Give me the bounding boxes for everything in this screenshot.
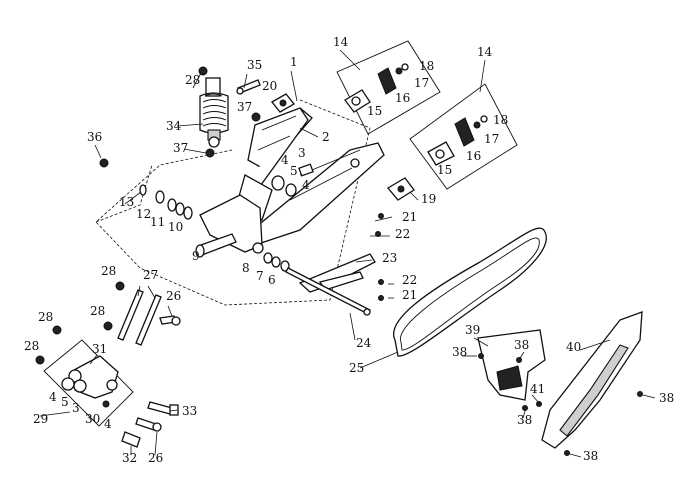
callout-c28b: 28: [101, 264, 116, 278]
bracket-20: [271, 93, 295, 113]
swingarm-group-outline: [95, 99, 371, 306]
nut-36: [99, 158, 109, 168]
callout-c16a: 16: [395, 91, 410, 105]
callout-c26b: 26: [148, 451, 163, 465]
bolt-26-lower: [135, 417, 162, 432]
callout-c38c: 38: [517, 413, 532, 427]
callout-c39: 39: [465, 323, 480, 337]
callout-c16b: 16: [466, 149, 481, 163]
callout-c22b: 22: [402, 273, 417, 287]
callout-c35: 35: [247, 58, 262, 72]
callout-c18b: 18: [493, 113, 508, 127]
callout-c19: 19: [421, 192, 436, 206]
callout-c4c: 4: [49, 390, 57, 404]
callout-c14b: 14: [477, 45, 493, 59]
callout-c4d: 4: [104, 417, 112, 431]
callout-c40: 40: [566, 340, 581, 354]
callout-c38b: 38: [514, 338, 529, 352]
callout-c38e: 38: [659, 391, 674, 405]
bolt-26-upper: [159, 315, 181, 326]
bolt-33: [147, 401, 179, 416]
shock-absorber: [199, 77, 229, 148]
callout-c12: 12: [136, 207, 151, 221]
callout-c37b: 37: [173, 141, 188, 155]
links-27: [117, 289, 162, 346]
callout-c17a: 17: [414, 76, 429, 90]
callout-c10: 10: [168, 220, 183, 234]
callout-c37a: 37: [237, 100, 252, 114]
callout-labels: 1234546789101112131414151516161717181819…: [24, 35, 674, 465]
callout-c8: 8: [242, 261, 250, 275]
callout-c3b: 3: [72, 401, 80, 415]
axle-24: [285, 267, 371, 316]
callout-c24: 24: [356, 336, 372, 350]
adjuster-box-lower: [409, 83, 518, 190]
bushings-middle: [271, 163, 314, 197]
small-bolts: [375, 213, 384, 301]
chain-guard-40: [541, 311, 643, 456]
bracket-39: [477, 329, 546, 411]
callout-c41: 41: [530, 382, 545, 396]
part-19: [387, 177, 415, 201]
pin-32: [121, 431, 141, 448]
callout-c4a: 4: [281, 153, 289, 167]
callout-c5a: 5: [290, 164, 298, 178]
callout-c25: 25: [349, 361, 364, 375]
callout-c15b: 15: [437, 163, 452, 177]
callout-c13: 13: [119, 195, 134, 209]
callout-c28d: 28: [38, 310, 53, 324]
callout-c33: 33: [182, 404, 197, 418]
callout-c28e: 28: [24, 339, 39, 353]
callout-c20: 20: [262, 79, 277, 93]
callout-c28c: 28: [90, 304, 105, 318]
callout-c14a: 14: [333, 35, 349, 49]
adjuster-lower: [427, 115, 488, 166]
callout-c11: 11: [150, 215, 165, 229]
leader-lines: [39, 49, 656, 458]
callout-c21b: 21: [402, 288, 417, 302]
callout-c18a: 18: [419, 59, 434, 73]
callout-c22a: 22: [395, 227, 410, 241]
nut-37-a: [251, 112, 261, 122]
bolt-35: [236, 79, 261, 95]
pivot-shaft: [195, 233, 237, 258]
callout-c2: 2: [322, 130, 330, 144]
callout-c38d: 38: [583, 449, 598, 463]
drive-chain: [392, 227, 547, 357]
nuts-28-left: [35, 281, 125, 365]
nut-37-b: [205, 148, 215, 158]
callout-c6: 6: [268, 273, 276, 287]
callout-c1: 1: [290, 55, 298, 69]
callout-c23: 23: [382, 251, 397, 265]
callout-c15a: 15: [367, 104, 382, 118]
callout-c34: 34: [166, 119, 182, 133]
adjuster-box-upper: [336, 40, 441, 135]
adjuster-upper: [344, 63, 409, 113]
callout-c32: 32: [122, 451, 137, 465]
callout-c31: 31: [92, 342, 107, 356]
callout-c38a: 38: [452, 345, 467, 359]
swingarm: [199, 107, 385, 254]
callout-c30: 30: [85, 412, 100, 426]
callout-c21a: 21: [402, 210, 417, 224]
link-group-box: [43, 339, 134, 427]
callout-c27: 27: [143, 268, 158, 282]
washers-left: [139, 184, 193, 220]
callout-c9: 9: [192, 249, 200, 263]
callout-c29: 29: [33, 412, 48, 426]
callout-c28a: 28: [185, 73, 200, 87]
callout-c36: 36: [87, 130, 102, 144]
callout-c5b: 5: [61, 395, 69, 409]
arm-23: [298, 253, 376, 293]
callout-c7: 7: [256, 269, 264, 283]
callout-c17b: 17: [484, 132, 499, 146]
callout-c3: 3: [298, 146, 306, 160]
link-plate-31: [61, 355, 119, 408]
washers-right: [263, 252, 290, 272]
callout-c26a: 26: [166, 289, 181, 303]
callout-c4b: 4: [302, 178, 310, 192]
